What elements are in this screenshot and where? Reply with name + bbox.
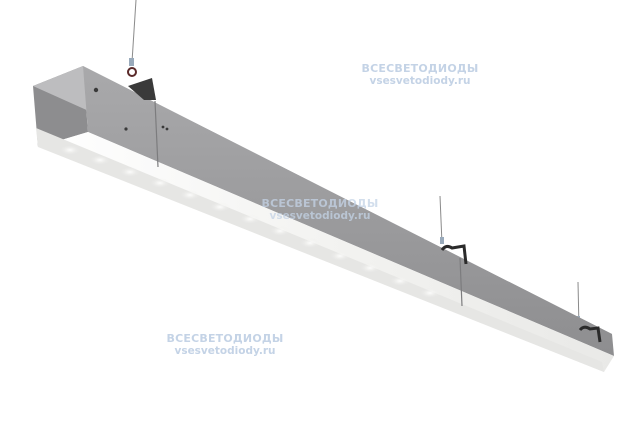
watermark: ВСЕСВЕТОДИОДЫ vsesvetodiody.ru — [166, 332, 284, 357]
led-array — [60, 145, 440, 298]
module-joint — [154, 100, 159, 168]
mounting-brackets — [127, 67, 602, 343]
housing-side — [83, 66, 614, 356]
watermark: ВСЕСВЕТОДИОДЫ vsesvetodiody.ru — [361, 62, 479, 87]
module-joint — [459, 257, 463, 307]
watermark: ВСЕСВЕТОДИОДЫ vsesvetodiody.ru — [261, 197, 379, 222]
